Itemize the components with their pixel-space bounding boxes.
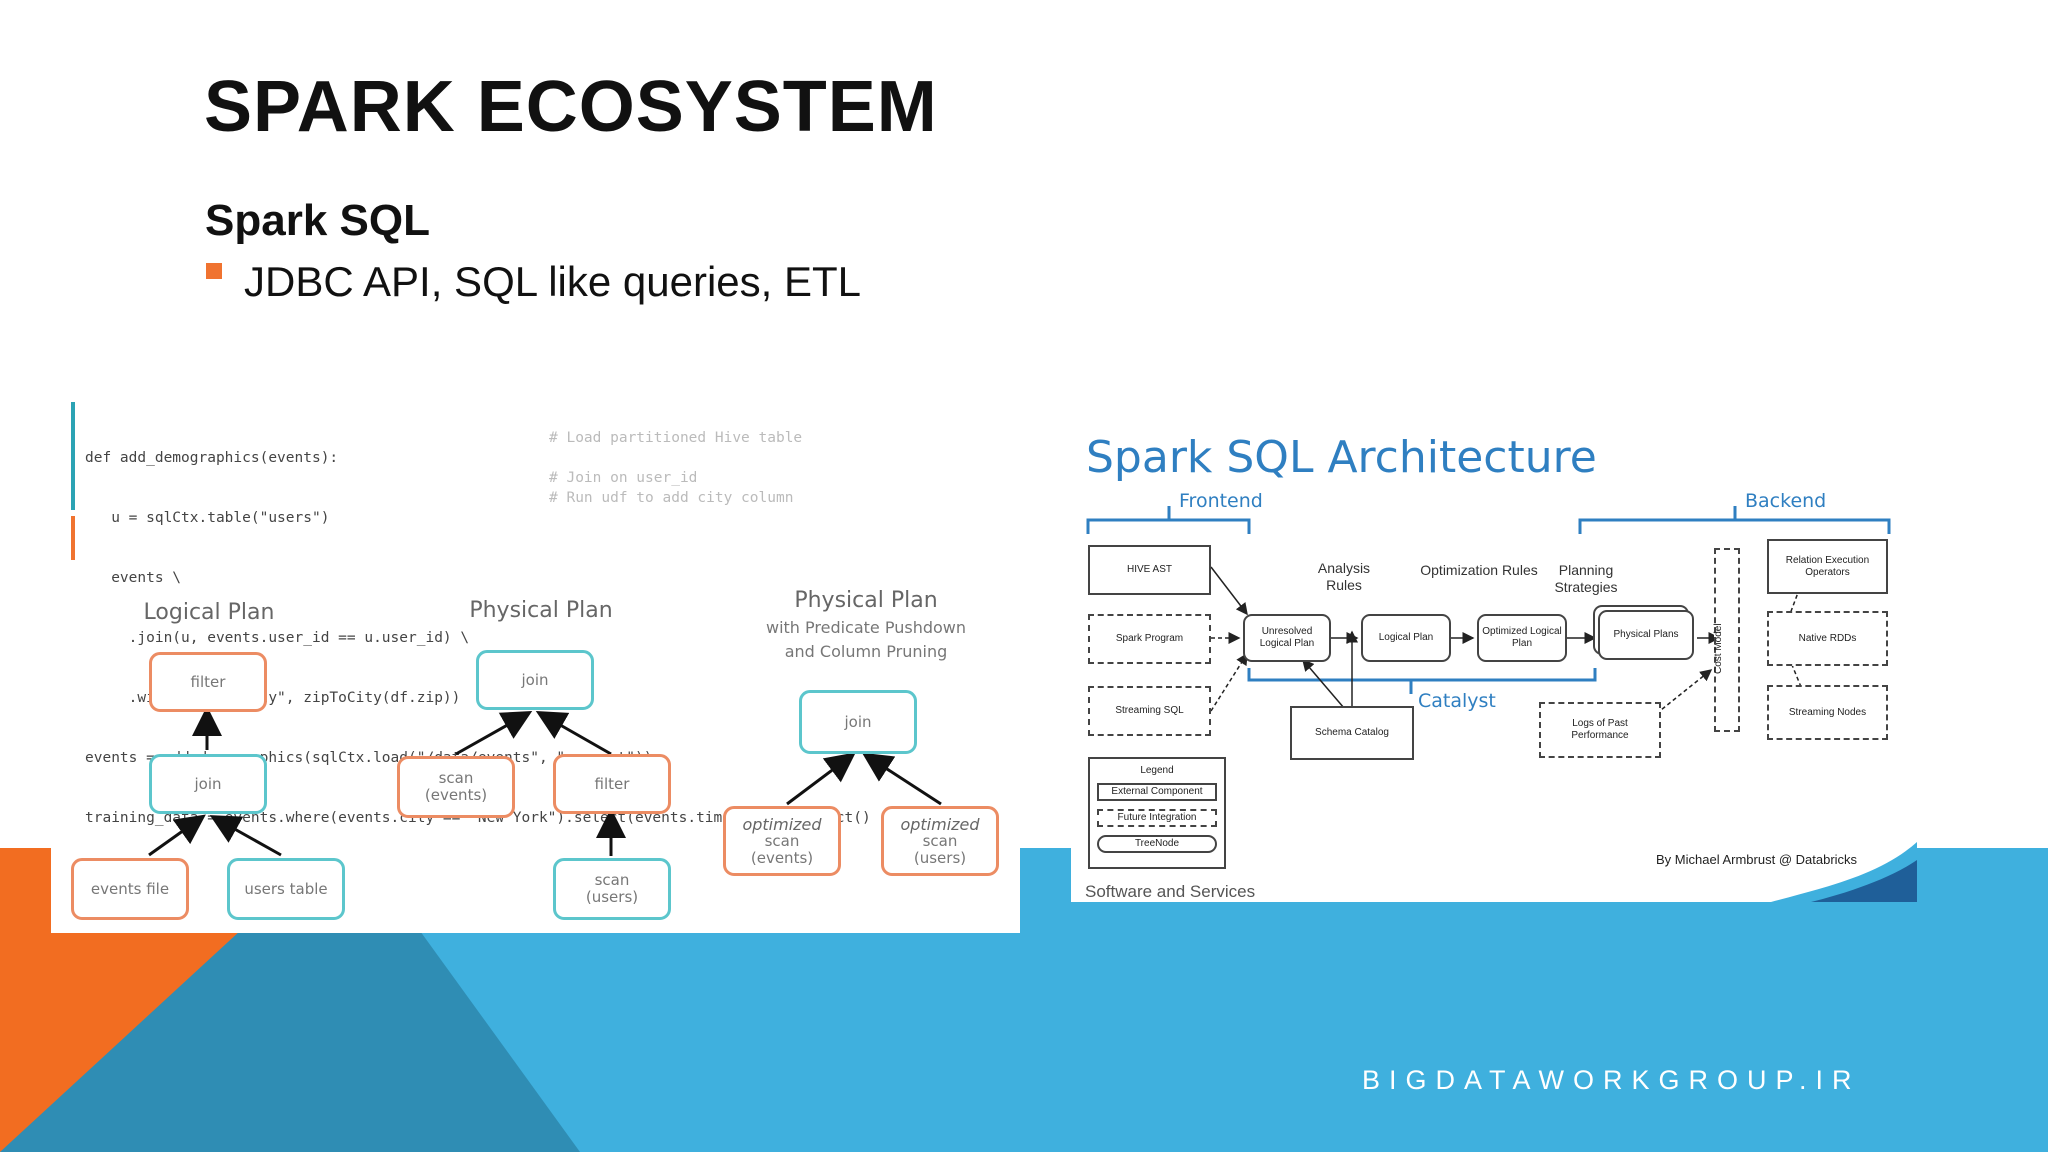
section-heading: Spark SQL <box>205 196 430 245</box>
code-line: .join(u, events.user_id == u.user_id) \ <box>85 630 470 646</box>
output-native-rdds: Native RDDs <box>1767 611 1888 666</box>
plan-node-scan-events: scan (events) <box>397 756 515 818</box>
plan-node-join: join <box>476 650 594 710</box>
pushdown-plan-subtitle: with Predicate Pushdown <box>765 618 967 637</box>
legend-external-component: External Component <box>1097 783 1217 801</box>
optimization-rules-label: Optimization Rules <box>1420 562 1538 578</box>
logical-plan-label: Logical Plan <box>143 600 275 625</box>
architecture-diagram-image: Spark SQL Architecture Frontend Backend … <box>1071 424 1917 902</box>
code-comment: # Run udf to add city column <box>549 490 794 506</box>
analysis-rules-label: Analysis Rules <box>1317 560 1371 593</box>
plan-node-text: scan <box>594 871 630 889</box>
code-comment: # Load partitioned Hive table <box>549 430 803 446</box>
plan-node-subtext: (users) <box>585 888 639 906</box>
backend-label: Backend <box>1745 490 1827 512</box>
bullet-text: JDBC API, SQL like queries, ETL <box>244 258 862 305</box>
code-line: events \ <box>85 570 182 586</box>
input-spark-program: Spark Program <box>1088 614 1211 664</box>
output-relation-execution-operators: Relation Execution Operators <box>1767 539 1888 594</box>
legend-title: Legend <box>1140 765 1174 776</box>
code-marker-orange <box>71 516 75 560</box>
plan-node-filter: filter <box>553 754 671 814</box>
plan-node-subtext: (events) <box>750 848 814 867</box>
legend-treenode: TreeNode <box>1097 835 1217 853</box>
pushdown-plan-subtitle: and Column Pruning <box>784 642 948 661</box>
plan-node-subtext: (users) <box>913 848 967 867</box>
plan-arrows <box>148 706 942 857</box>
diagram-credit: By Michael Armbrust @ Databricks <box>1656 852 1858 867</box>
unresolved-logical-plan: Unresolved Logical Plan <box>1243 614 1331 662</box>
plan-node-join: join <box>799 690 917 754</box>
physical-plan-label: Physical Plan <box>469 598 613 623</box>
decorative-swoosh <box>1771 842 1917 902</box>
plan-node-optimized-scan-users: optimized scan (users) <box>881 806 999 876</box>
input-streaming-sql: Streaming SQL <box>1088 686 1211 736</box>
code-line: def add_demographics(events): <box>85 450 339 466</box>
catalyst-label: Catalyst <box>1418 690 1496 712</box>
legend-box: Legend External Component Future Integra… <box>1088 757 1226 869</box>
code-comment: # Join on user_id <box>549 470 698 486</box>
slide-title: SPARK ECOSYSTEM <box>204 67 938 147</box>
input-hive-ast: HIVE AST <box>1088 545 1211 595</box>
plan-node-scan-users: scan (users) <box>553 858 671 920</box>
plan-node-join: join <box>149 754 267 814</box>
legend-future-integration: Future Integration <box>1097 809 1217 827</box>
company-text: Software and Services <box>1085 882 1256 901</box>
cost-model-box <box>1714 548 1740 732</box>
code-marker-teal <box>71 402 75 510</box>
output-streaming-nodes: Streaming Nodes <box>1767 685 1888 740</box>
pushdown-plan-label: Physical Plan <box>794 588 938 613</box>
planning-strategies-label: Planning Strategies <box>1554 562 1618 595</box>
plan-node-users-table: users table <box>227 858 345 920</box>
code-line: u = sqlCtx.table("users") <box>85 510 330 526</box>
logs-of-past-performance: Logs of Past Performance <box>1539 702 1661 758</box>
architecture-title: Spark SQL Architecture <box>1086 432 1597 483</box>
plan-node-text: scan <box>764 831 800 850</box>
bullet-marker <box>206 263 222 279</box>
code-and-plans-image: def add_demographics(events): u = sqlCtx… <box>51 400 1020 933</box>
plan-node-optimized: optimized <box>742 814 822 834</box>
plan-node-optimized-scan-events: optimized scan (events) <box>723 806 841 876</box>
plan-node-filter: filter <box>149 652 267 712</box>
schema-catalog: Schema Catalog <box>1290 706 1414 760</box>
physical-plans: Physical Plans <box>1598 610 1694 660</box>
optimized-logical-plan: Optimized Logical Plan <box>1477 614 1567 662</box>
plan-node-text: scan <box>438 769 474 787</box>
cost-model-label: Cost Model <box>1713 623 1724 674</box>
plan-node-subtext: (events) <box>424 786 488 804</box>
plan-node-optimized: optimized <box>900 814 980 834</box>
frontend-label: Frontend <box>1179 490 1263 512</box>
logical-plan: Logical Plan <box>1361 614 1451 662</box>
plan-node-text: scan <box>922 831 958 850</box>
plan-node-events-file: events file <box>71 858 189 920</box>
footer-website: BIGDATAWORKGROUP.IR <box>1362 1065 1861 1095</box>
